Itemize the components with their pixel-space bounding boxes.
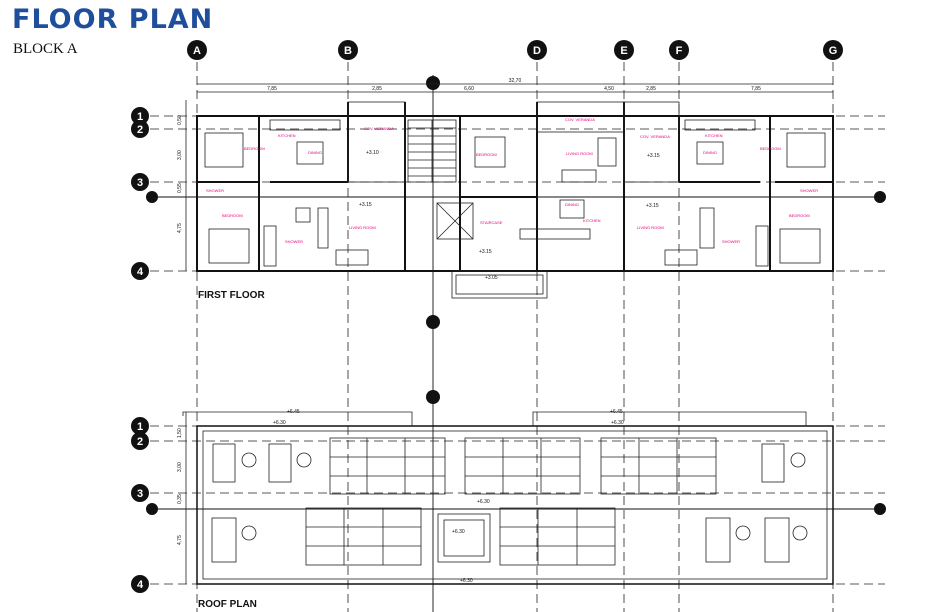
grid-col-label: D [533,45,541,57]
grid-row-label: 3 [137,488,143,500]
room-label: KITCHEN [583,218,601,223]
grid-col-label: G [829,45,838,57]
row-dimension: 3,00 [177,150,183,160]
span-dimension: 7,85 [267,86,277,92]
grid-row-label: 3 [137,177,143,189]
level-tag: +3.15 [479,249,492,255]
staircase [407,119,457,183]
room-label: SHOWER [800,188,818,193]
grid-row-markers-first-floor: 1 2 3 4 [131,107,149,280]
level-tag: +6.30 [273,420,286,426]
level-tag: +3.05 [485,275,498,281]
room-label: DINING [308,150,322,155]
horizontal-grid-lines-roof [150,425,885,585]
room-label: LIVING ROOM [349,225,376,230]
level-tag: +6.30 [611,420,624,426]
level-tag: +3.15 [647,153,660,159]
grid-col-label: F [676,45,683,57]
level-tag: +3.10 [366,150,379,156]
span-dimension: 4,50 [604,86,614,92]
room-label: SHOWER [206,188,224,193]
row-dimension: 4,75 [177,535,183,545]
span-dimension: 2,85 [372,86,382,92]
dimension-lines: 32,70 7,85 2,85 6,60 4,50 2,85 7,85 0,50… [177,78,833,584]
row-dimension: 1,50 [177,428,183,438]
room-label: BEDROOM [222,213,243,218]
room-label: COV. VERANDA [364,126,394,131]
level-tag: +6.30 [477,499,490,505]
span-dimension: 6,60 [464,86,474,92]
span-dimension: 2,85 [646,86,656,92]
room-label: SHOWER [722,239,740,244]
section-markers [146,76,886,515]
room-label: BEDROOM [244,146,265,151]
page-title: FLOOR PLAN [12,4,214,35]
level-tag: +6.30 [452,529,465,535]
room-label: BEDROOM [789,213,810,218]
grid-row-label: 2 [137,436,143,448]
ac-units [211,443,808,563]
first-floor-walls [196,101,834,299]
level-tag: +6.30 [460,578,473,584]
room-labels: KITCHEN DINING BEDROOM SHOWER BEDROOM SH… [206,117,818,244]
level-tag: +3.15 [359,202,372,208]
grid-row-label: 4 [137,579,144,591]
grid-col-label: E [620,45,627,57]
room-label: LIVING ROOM [566,151,593,156]
grid-col-label: B [344,45,352,57]
first-floor-label: FIRST FLOOR [198,290,265,301]
row-dimension: 4,75 [177,223,183,233]
row-dimension: 0,50 [177,115,183,125]
grid-row-label: 4 [137,266,144,278]
room-label: KITCHEN [705,133,723,138]
room-label: COV. VERANDA [565,117,595,122]
horizontal-grid-lines-first-floor [150,115,885,272]
room-label: BEDROOM [476,152,497,157]
level-tag: +3.15 [646,203,659,209]
furniture [204,119,826,267]
level-tags-first-floor: +3.15 +3.10 +3.15 +3.15 +3.05 +3.15 [359,150,660,281]
solar-panels [305,437,717,566]
span-dimension: 7,85 [751,86,761,92]
level-tags-roof: +6.45 +6.45 +6.30 +6.30 +6.30 +6.30 +6.3… [273,409,624,584]
row-dimension: 0,35 [177,494,183,504]
room-label: DINING [703,150,717,155]
row-dimension: 0,55 [177,183,183,193]
block-subtitle: BLOCK A [13,41,78,57]
grid-row-label: 1 [137,421,143,433]
grid-col-label: A [193,45,201,57]
room-label: SHOWER [285,239,303,244]
roof-plan-label: ROOF PLAN [198,599,257,610]
row-dimension: 3,00 [177,462,183,472]
room-label: DINING [565,202,579,207]
room-label: COV. VERANDA [640,134,670,139]
roof-outline [182,411,834,585]
room-label: KITCHEN [278,133,296,138]
room-label: BEDROOM [760,146,781,151]
grid-row-markers-roof: 1 2 3 4 [131,417,149,593]
level-tag: +6.45 [610,409,623,415]
overall-dimension: 32,70 [509,78,522,84]
room-label: LIVING ROOM [637,225,664,230]
level-tag: +6.45 [287,409,300,415]
grid-row-label: 1 [137,111,143,123]
vertical-grid-lines [196,62,834,612]
grid-column-markers: A B D E F G [187,40,843,60]
room-label: STAIRCASE [480,220,503,225]
grid-row-label: 2 [137,124,143,136]
